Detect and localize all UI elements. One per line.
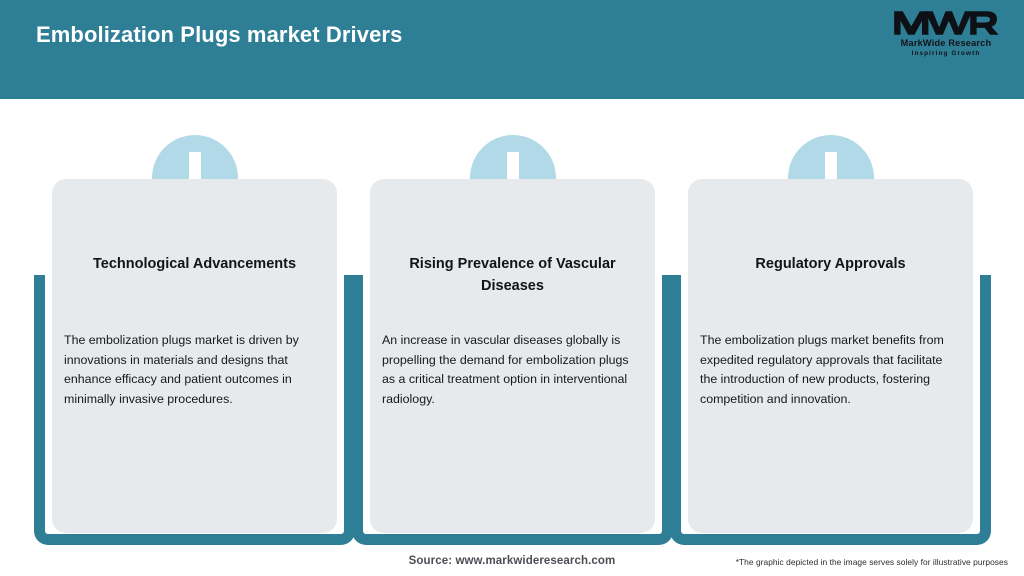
card-frame-bracket <box>352 275 673 545</box>
logo-company-name: MarkWide Research <box>900 38 992 48</box>
logo-tagline: Inspiring Growth <box>911 50 981 57</box>
card-title: Regulatory Approvals <box>755 256 906 272</box>
source-note: Source: www.markwideresearch.com <box>408 555 616 567</box>
driver-card-body-1: Technological Advancements The embolizat… <box>52 179 337 533</box>
driver-card-body-3: Regulatory Approvals The embolization pl… <box>688 179 973 533</box>
disclaimer-note: *The graphic depicted in the image serve… <box>735 557 1008 567</box>
mwr-logomark-icon <box>894 11 1000 35</box>
drivers-card-row: Technological Advancements The embolizat… <box>0 99 1024 545</box>
driver-card-1: Technological Advancements The embolizat… <box>34 99 355 545</box>
card-frame-bracket <box>670 275 991 545</box>
page-title: Embolization Plugs market Drivers <box>36 22 403 47</box>
card-title: Technological Advancements <box>92 256 297 272</box>
card-description: The embolization plugs market is driven … <box>64 333 299 406</box>
driver-card-body-2: Rising Prevalence of Vascular Diseases A… <box>370 179 655 533</box>
card-description: An increase in vascular diseases globall… <box>382 333 629 406</box>
card-title: Rising Prevalence of Vascular Diseases <box>409 256 616 294</box>
brand-logo: MarkWide Research Inspiring Growth <box>892 8 1000 60</box>
header-band: Embolization Plugs market Drivers MarkWi… <box>0 0 1024 99</box>
card-frame-bracket <box>34 275 355 545</box>
driver-card-3: Regulatory Approvals The embolization pl… <box>670 99 991 545</box>
card-description: The embolization plugs market benefits f… <box>700 333 944 406</box>
driver-card-2: Rising Prevalence of Vascular Diseases A… <box>352 99 673 545</box>
